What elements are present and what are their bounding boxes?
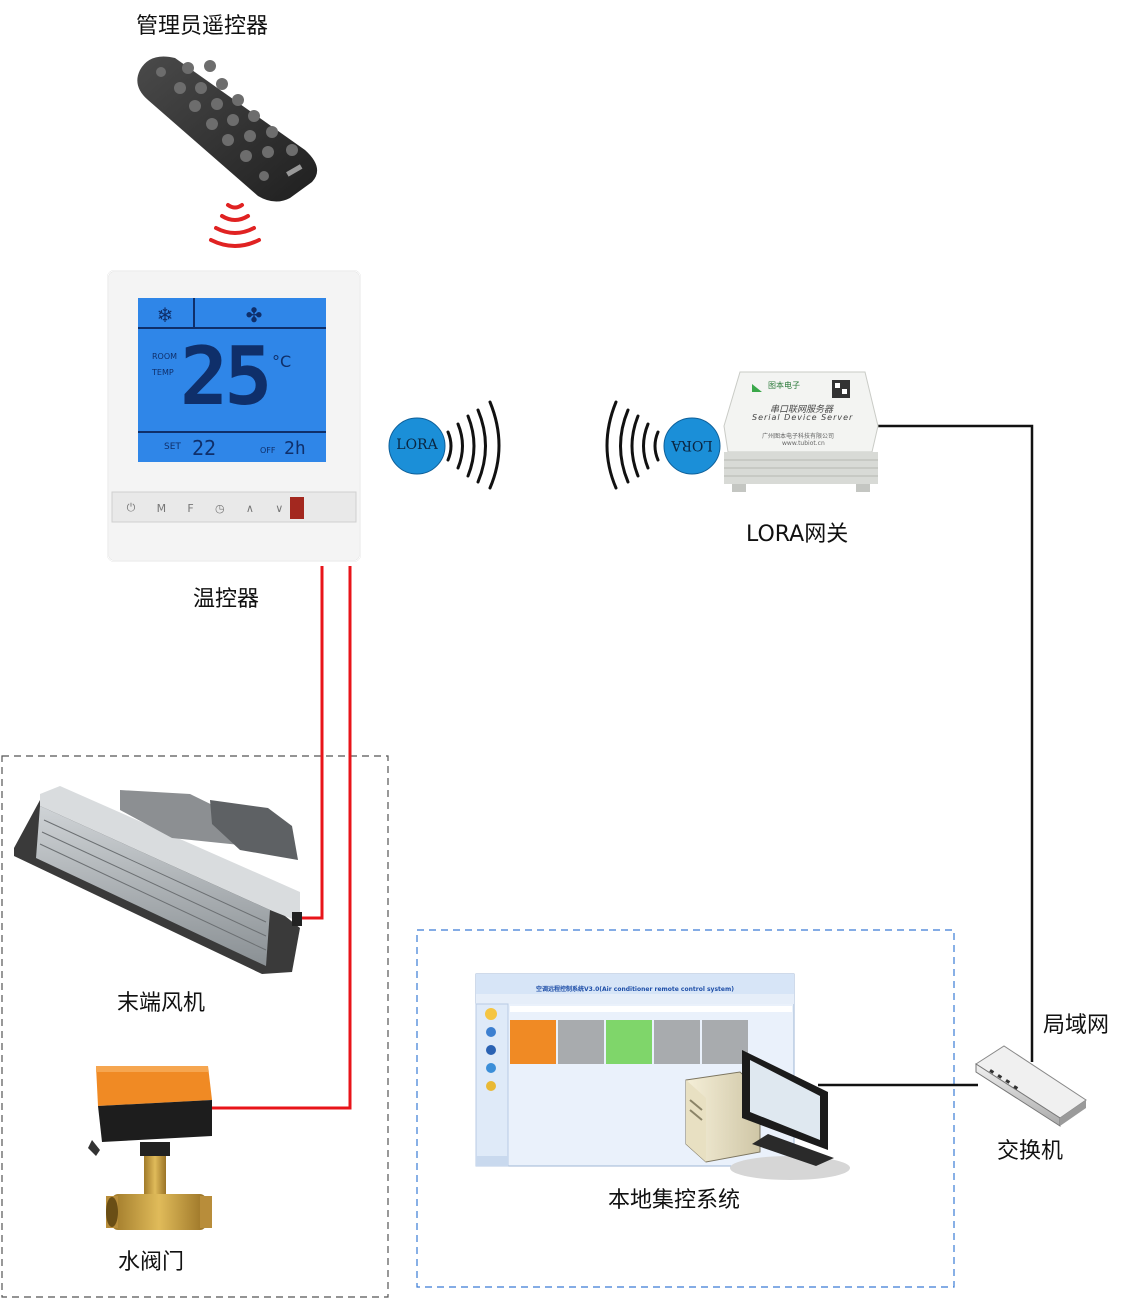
gateway-title-en: Serial Device Server — [752, 413, 854, 422]
gateway-company: 广州图本电子科技有限公司 — [762, 433, 835, 440]
thermostat-lcd — [138, 298, 326, 462]
fan-coil-label: 末端风机 — [117, 991, 206, 1016]
qr-code-icon — [832, 380, 850, 398]
ir-signal-waves — [209, 203, 261, 248]
status-card-gray-3 — [702, 1020, 748, 1064]
water-valve-device — [88, 1066, 212, 1230]
lora-gateway-label: LORA网关 — [746, 522, 849, 547]
lcd-unit: °C — [272, 352, 292, 371]
lora-badge-left-text: LORA — [396, 437, 438, 453]
up-button[interactable]: ∧ — [245, 501, 254, 515]
lcd-room-label: ROOM — [152, 352, 178, 361]
lan-cable-gateway — [875, 424, 1034, 1062]
lcd-off-label: OFF — [260, 446, 276, 455]
thermostat-label: 温控器 — [193, 587, 260, 612]
red-wire-valve — [212, 566, 352, 1110]
software-title: 空调远程控制系统V3.0(Air conditioner remote cont… — [536, 986, 734, 993]
status-card-orange — [510, 1020, 556, 1064]
switch-label: 交换机 — [997, 1139, 1064, 1164]
gateway-title-cn: 串口联网服务器 — [770, 405, 834, 415]
power-button[interactable]: ⏻ — [126, 501, 136, 514]
lcd-room-temp: 25 — [180, 330, 272, 423]
thermostat-buttons: ⏻ M F ◷ ∧ ∨ — [116, 496, 294, 520]
down-button[interactable]: ∨ — [275, 501, 284, 515]
timer-button[interactable]: ◷ — [215, 501, 225, 515]
lora-wave-left — [446, 400, 501, 490]
status-card-green — [606, 1020, 652, 1064]
desktop-pc-icon — [685, 1050, 850, 1180]
thermostat-button-strip — [111, 491, 357, 523]
central-control-group-box — [416, 929, 955, 1288]
lora-badge-right-text: LORA — [671, 437, 713, 453]
lan-label: 局域网 — [1043, 1013, 1110, 1038]
fan-icon: ✤ — [246, 303, 263, 327]
fan-button[interactable]: F — [187, 501, 194, 515]
lora-badge-left — [388, 417, 446, 475]
lcd-set-label: SET — [164, 442, 181, 452]
mode-button[interactable]: M — [156, 501, 167, 515]
gateway-brand: 图本电子 — [768, 381, 800, 390]
lora-wave-right — [605, 400, 660, 490]
lcd-temp-label: TEMP — [152, 368, 174, 377]
gateway-url: www.tubiot.cn — [782, 440, 825, 447]
remote-control-label: 管理员遥控器 — [136, 14, 269, 39]
snowflake-icon: ❄ — [157, 303, 174, 327]
lcd-set-temp: 22 — [192, 436, 217, 460]
lcd-timer: 2h — [284, 438, 306, 459]
field-devices-group-box — [1, 755, 389, 1298]
status-card-gray-1 — [558, 1020, 604, 1064]
lora-gateway-device — [723, 371, 879, 492]
network-switch-icon — [975, 1045, 1087, 1127]
red-wire-fan — [296, 566, 324, 920]
lora-badge-right — [663, 417, 721, 475]
thermostat-device: ❄ ✤ — [107, 270, 361, 562]
remote-control — [137, 56, 318, 202]
water-valve-label: 水阀门 — [118, 1250, 185, 1275]
status-card-gray-2 — [654, 1020, 700, 1064]
fan-coil-unit — [14, 786, 302, 974]
central-control-label: 本地集控系统 — [608, 1188, 741, 1213]
